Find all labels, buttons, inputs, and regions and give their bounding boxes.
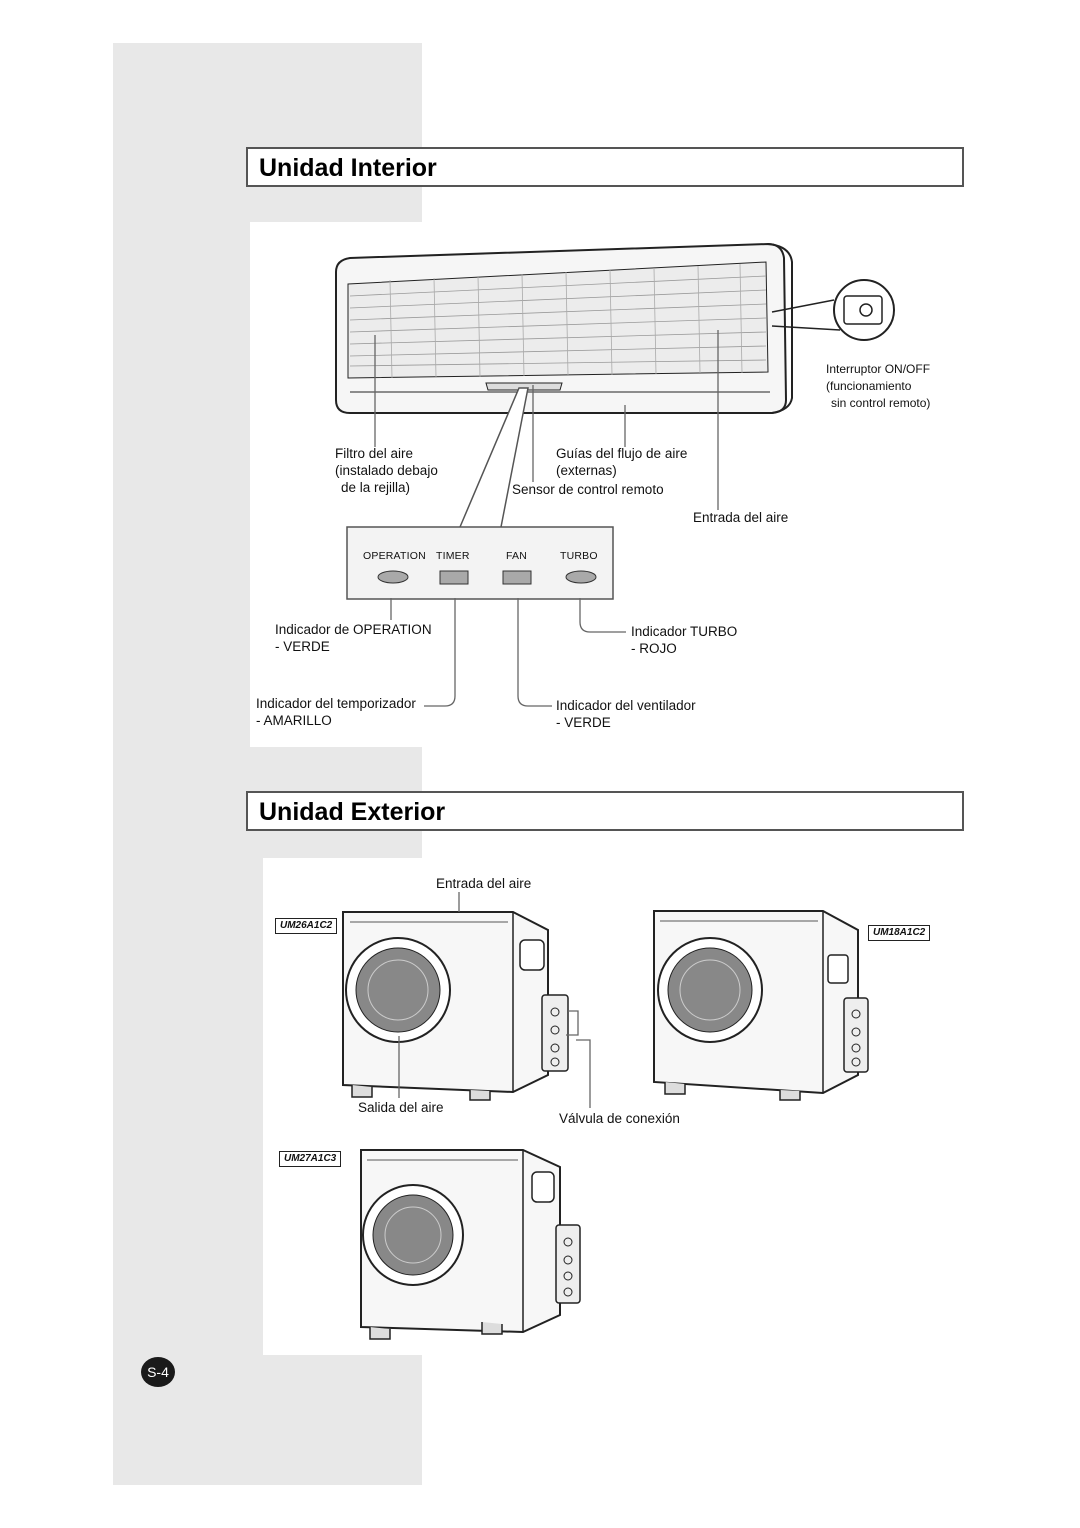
model-badge-um18a1c2: UM18A1C2 bbox=[868, 925, 931, 941]
turbo-indicator-line1: Indicador TURBO bbox=[631, 624, 738, 639]
outdoor-air-inlet-label: Entrada del aire bbox=[436, 876, 532, 891]
turbo-indicator-line2: - ROJO bbox=[631, 641, 677, 656]
airflow-guides-label-line1: Guías del flujo de aire bbox=[556, 446, 688, 461]
timer-indicator-line1: Indicador del temporizador bbox=[256, 696, 416, 711]
indoor-section-title: Unidad Interior bbox=[246, 147, 964, 187]
onoff-switch-label-line2: (funcionamiento bbox=[826, 379, 912, 393]
outdoor-unit-um18a1c2 bbox=[653, 910, 869, 1101]
model-badge-um27a1c3: UM27A1C3 bbox=[279, 1151, 342, 1167]
connection-valve-label: Válvula de conexión bbox=[559, 1111, 680, 1126]
operation-indicator-line1: Indicador de OPERATION bbox=[275, 622, 432, 637]
operation-indicator-line2: - VERDE bbox=[275, 639, 330, 654]
fan-indicator-line1: Indicador del ventilador bbox=[556, 698, 696, 713]
page-number-badge: S-4 bbox=[141, 1357, 175, 1387]
indoor-title-text: Unidad Interior bbox=[259, 154, 437, 182]
air-filter-label-line1: Filtro del aire bbox=[335, 446, 414, 461]
outdoor-title-text: Unidad Exterior bbox=[259, 798, 446, 826]
outdoor-unit-um27a1c3 bbox=[360, 1149, 581, 1340]
indoor-air-inlet-label: Entrada del aire bbox=[693, 510, 789, 525]
panel-turbo-label: TURBO bbox=[560, 550, 598, 562]
fan-indicator-line2: - VERDE bbox=[556, 715, 611, 730]
indoor-unit-illustration bbox=[335, 242, 895, 414]
outdoor-unit-um26a1c2 bbox=[342, 911, 569, 1101]
timer-indicator-line2: - AMARILLO bbox=[256, 713, 332, 728]
turbo-indicator-label: Indicador TURBO - ROJO bbox=[631, 623, 737, 657]
air-filter-label-line2: (instalado debajo bbox=[335, 463, 438, 478]
onoff-switch-label-line3: sin control remoto) bbox=[831, 396, 931, 410]
air-filter-label: Filtro del aire (instalado debajo de la … bbox=[335, 445, 438, 496]
outdoor-air-outlet-label: Salida del aire bbox=[358, 1100, 444, 1115]
onoff-switch-label-line1: Interruptor ON/OFF bbox=[826, 362, 931, 376]
airflow-guides-label: Guías del flujo de aire (externas) bbox=[556, 445, 687, 479]
fan-indicator-label: Indicador del ventilador - VERDE bbox=[556, 697, 696, 731]
operation-indicator-label: Indicador de OPERATION - VERDE bbox=[275, 621, 432, 655]
panel-timer-label: TIMER bbox=[436, 550, 470, 562]
air-filter-label-line3: de la rejilla) bbox=[341, 480, 411, 495]
panel-fan-label: FAN bbox=[506, 550, 528, 562]
onoff-switch-label: Interruptor ON/OFF (funcionamiento sin c… bbox=[826, 361, 930, 412]
outdoor-section-title: Unidad Exterior bbox=[246, 791, 964, 831]
control-panel-callout bbox=[346, 387, 614, 600]
outdoor-leader-lines bbox=[398, 892, 591, 1108]
indoor-leader-lines bbox=[374, 330, 719, 707]
panel-operation-label: OPERATION bbox=[363, 550, 426, 562]
remote-sensor-label: Sensor de control remoto bbox=[512, 482, 664, 497]
airflow-guides-label-line2: (externas) bbox=[556, 463, 617, 478]
timer-indicator-label: Indicador del temporizador - AMARILLO bbox=[256, 695, 416, 729]
model-badge-um26a1c2: UM26A1C2 bbox=[275, 918, 338, 934]
